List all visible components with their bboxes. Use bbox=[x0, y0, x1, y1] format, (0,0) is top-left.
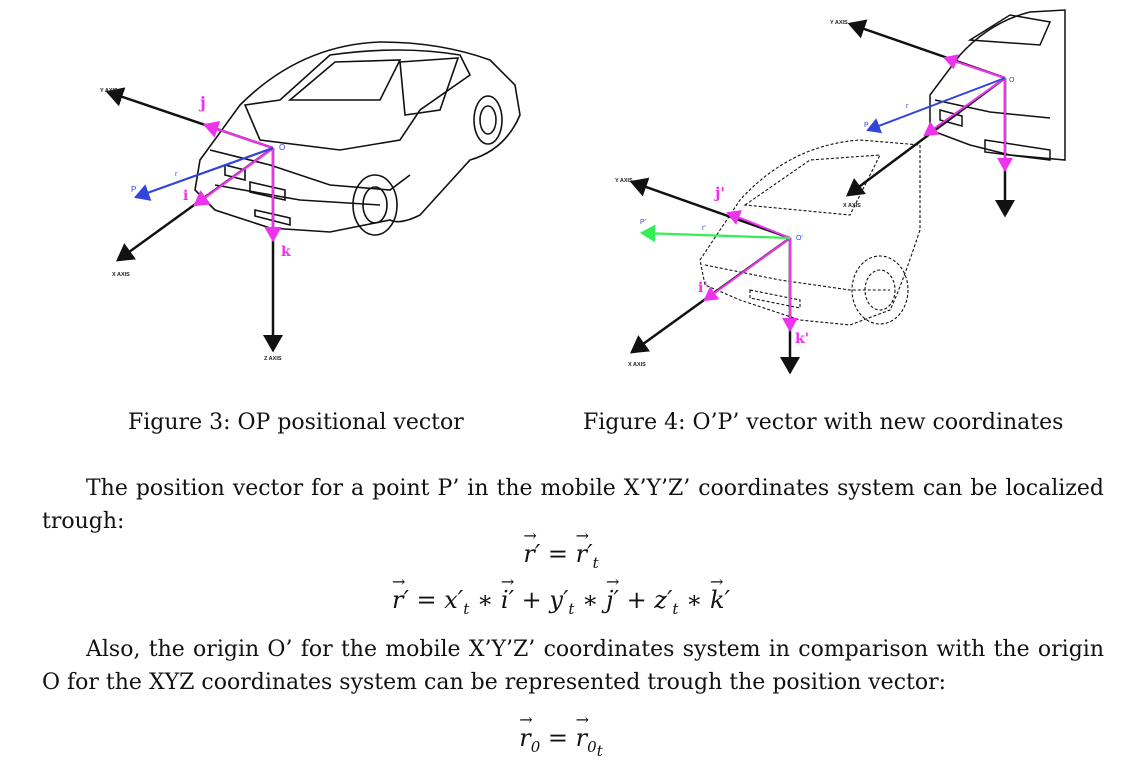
equation-3: r0 = r0t bbox=[0, 710, 1122, 760]
origin-label-top: O bbox=[1009, 77, 1015, 84]
radius-label: r' bbox=[702, 225, 706, 232]
equation-2: r′ = x′t ∗ i′ + y′t ∗ j′ + z′t ∗ k′ bbox=[0, 572, 1122, 618]
y-axis-label: Y AXIS bbox=[100, 88, 118, 94]
y-axis-label: Y AXIS bbox=[615, 178, 633, 184]
point-label-top: P bbox=[864, 122, 869, 129]
car-drawing bbox=[194, 41, 521, 236]
y-axis-label-top: Y AXIS bbox=[830, 20, 848, 26]
x-axis-label: X AXIS bbox=[628, 362, 646, 368]
figure-3-caption: Figure 3: OP positional vector bbox=[128, 410, 464, 435]
figure-4-diagram: Y AXIS X AXIS O P r Y AXIS X AXIS O' P' … bbox=[615, 9, 1066, 375]
i-vector-label: i' bbox=[698, 280, 708, 296]
point-label: P' bbox=[640, 219, 646, 226]
figure-4-caption: Figure 4: O’P’ vector with new coordinat… bbox=[583, 410, 1064, 435]
paragraph-1: The position vector for a point P’ in th… bbox=[42, 472, 1104, 538]
j-vector-label: j' bbox=[713, 184, 725, 202]
figure-3-diagram: Y AXIS X AXIS Z AXIS O P r j i k bbox=[100, 41, 521, 362]
radius-label: r bbox=[175, 171, 178, 178]
radius-label-top: r bbox=[906, 103, 909, 110]
x-axis-label: X AXIS bbox=[112, 272, 130, 278]
point-label: P bbox=[131, 185, 136, 194]
car-drawing-moved bbox=[699, 139, 921, 326]
z-axis-label: Z AXIS bbox=[264, 356, 282, 362]
paragraph-1-text: The position vector for a point P’ in th… bbox=[42, 476, 1104, 534]
k-vector-label: k bbox=[281, 244, 291, 260]
paragraph-2: Also, the origin O’ for the mobile X’Y’Z… bbox=[42, 633, 1104, 699]
i-vector-label: i bbox=[183, 188, 188, 204]
equation-1: r′ = r′t bbox=[0, 526, 1122, 572]
car-drawing-original bbox=[929, 9, 1066, 161]
paragraph-2-text: Also, the origin O’ for the mobile X’Y’Z… bbox=[42, 637, 1104, 695]
origin-label: O' bbox=[796, 235, 803, 242]
x-axis-label-top: X AXIS bbox=[843, 203, 861, 209]
k-vector-label: k' bbox=[795, 331, 809, 347]
j-vector-label: j bbox=[198, 93, 206, 112]
origin-label: O bbox=[279, 143, 285, 152]
